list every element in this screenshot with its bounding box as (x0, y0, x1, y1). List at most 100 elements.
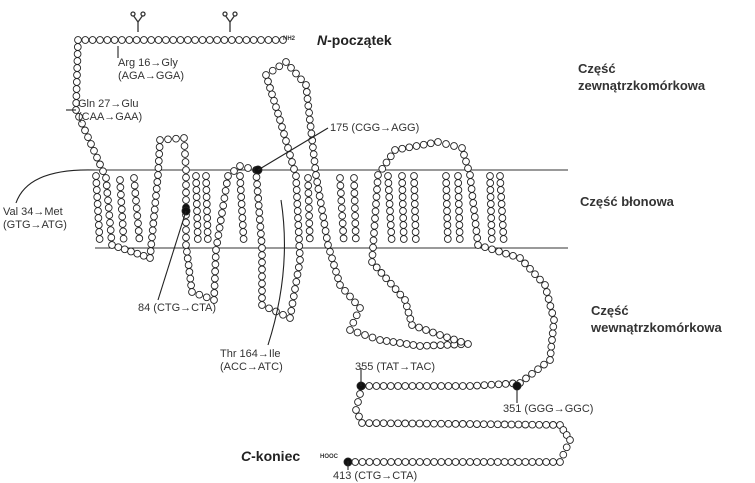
residue-bead-icon (347, 327, 354, 334)
residue-bead-icon (567, 437, 574, 444)
residue-bead-icon (550, 459, 557, 466)
residue-bead-icon (117, 184, 124, 191)
residue-bead-icon (306, 212, 313, 219)
residue-bead-icon (444, 236, 451, 243)
residue-bead-icon (295, 222, 302, 229)
residue-bead-icon (515, 459, 522, 466)
residue-bead-icon (314, 179, 321, 186)
residue-bead-icon (280, 311, 287, 318)
residue-bead-icon (297, 257, 304, 264)
residue-bead-icon (430, 342, 437, 349)
residue-bead-icon (387, 208, 394, 215)
residue-bead-icon (149, 227, 156, 234)
residue-bead-icon (188, 282, 195, 289)
residue-bead-icon (467, 459, 474, 466)
residue-bead-icon (563, 444, 570, 451)
residue-bead-icon (357, 391, 364, 398)
residue-bead-icon (412, 215, 419, 222)
residue-bead-icon (163, 37, 170, 44)
residue-bead-icon (412, 229, 419, 236)
residue-bead-icon (148, 37, 155, 44)
residue-bead-icon (405, 309, 412, 316)
residue-bead-icon (212, 254, 219, 261)
residue-bead-icon (385, 187, 392, 194)
residue-bead-icon (109, 242, 116, 249)
residue-bead-icon (508, 459, 515, 466)
residue-bead-icon (456, 215, 463, 222)
residue-bead-icon (203, 187, 210, 194)
residue-bead-icon (133, 197, 140, 204)
residue-bead-icon (85, 134, 92, 141)
residue-bead-icon (388, 280, 395, 287)
residue-bead-icon (152, 199, 159, 206)
residue-bead-icon (134, 250, 141, 257)
residue-bead-icon (317, 200, 324, 207)
residue-bead-icon (183, 197, 190, 204)
residue-bead-icon (134, 212, 141, 219)
residue-bead-icon (181, 143, 188, 150)
residue-bead-icon (452, 459, 459, 466)
residue-bead-icon (131, 175, 138, 182)
residue-bead-icon (335, 275, 342, 282)
residue-bead-icon (340, 235, 347, 242)
residue-bead-icon (82, 127, 89, 134)
residue-bead-icon (74, 58, 81, 65)
residue-bead-icon (289, 159, 296, 166)
residue-bead-icon (487, 421, 494, 428)
residue-bead-icon (374, 186, 381, 193)
residue-bead-icon (119, 221, 126, 228)
c-terminus-label: C-koniec (241, 448, 300, 464)
residue-bead-icon (385, 173, 392, 180)
residue-bead-icon (312, 165, 319, 172)
residue-bead-icon (339, 212, 346, 219)
residue-bead-icon (254, 181, 261, 188)
residue-bead-icon (356, 413, 363, 420)
residue-bead-icon (204, 222, 211, 229)
residue-bead-icon (444, 342, 451, 349)
residue-bead-icon (354, 329, 361, 336)
residue-bead-icon (409, 383, 416, 390)
residue-bead-icon (295, 215, 302, 222)
residue-bead-icon (431, 383, 438, 390)
residue-bead-icon (458, 338, 465, 345)
residue-bead-icon (338, 205, 345, 212)
residue-bead-icon (217, 217, 224, 224)
residue-bead-icon (510, 252, 517, 259)
residue-bead-icon (444, 229, 451, 236)
residue-bead-icon (193, 194, 200, 201)
residue-bead-icon (399, 145, 406, 152)
residue-bead-icon (155, 172, 162, 179)
residue-bead-icon (353, 312, 360, 319)
residue-bead-icon (237, 163, 244, 170)
residue-bead-icon (126, 37, 133, 44)
mutation-84: 84 (CTG→CTA) (138, 302, 216, 315)
residue-bead-icon (259, 252, 266, 259)
residue-bead-icon (532, 271, 539, 278)
residue-bead-icon (304, 95, 311, 102)
residue-bead-icon (225, 173, 232, 180)
residue-bead-icon (497, 187, 504, 194)
residue-bead-icon (352, 459, 359, 466)
residue-bead-icon (451, 143, 458, 150)
residue-bead-icon (508, 421, 515, 428)
n-terminus-code: NH2 (283, 33, 295, 46)
residue-bead-icon (372, 215, 379, 222)
residue-bead-icon (118, 199, 125, 206)
residue-bead-icon (522, 421, 529, 428)
residue-bead-icon (254, 188, 261, 195)
residue-bead-icon (228, 37, 235, 44)
residue-bead-icon (305, 190, 312, 197)
residue-bead-icon (212, 268, 219, 275)
residue-bead-icon (474, 459, 481, 466)
residue-bead-icon (471, 207, 478, 214)
residue-bead-icon (470, 200, 477, 207)
residue-bead-icon (298, 76, 305, 83)
residue-bead-icon (469, 193, 476, 200)
residue-bead-icon (287, 315, 294, 322)
residue-bead-icon (269, 67, 276, 74)
residue-bead-icon (474, 235, 481, 242)
residue-bead-icon (352, 235, 359, 242)
residue-bead-icon (487, 194, 494, 201)
residue-bead-icon (281, 131, 288, 138)
residue-bead-icon (238, 194, 245, 201)
